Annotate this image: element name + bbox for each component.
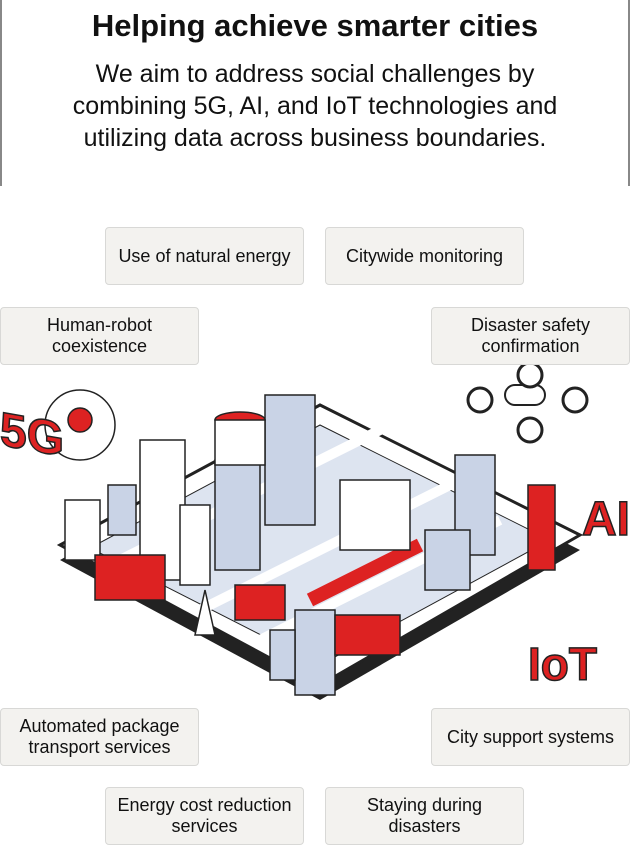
label-energy-cost: Energy cost reduction services [105, 787, 304, 845]
label-disaster-safety: Disaster safety confirmation [431, 307, 630, 365]
page-title: Helping achieve smarter cities [91, 8, 539, 43]
label-staying-disasters: Staying during disasters [325, 787, 524, 845]
label-natural-energy: Use of natural energy [105, 227, 304, 285]
header: Helping achieve smarter cities We aim to… [0, 0, 630, 186]
label-automated-package: Automated package transport services [0, 708, 199, 766]
label-city-support: City support systems [431, 708, 630, 766]
badge-iot: IoT [528, 638, 597, 690]
page-subtitle: We aim to address social challenges by c… [72, 60, 558, 152]
badge-ai: AI [582, 493, 630, 546]
badge-5g: 5G [0, 402, 64, 467]
label-citywide-monitoring: Citywide monitoring [325, 227, 524, 285]
label-human-robot: Human-robot coexistence [0, 307, 199, 365]
smart-city-illustration: 5G AI IoT [0, 361, 630, 700]
